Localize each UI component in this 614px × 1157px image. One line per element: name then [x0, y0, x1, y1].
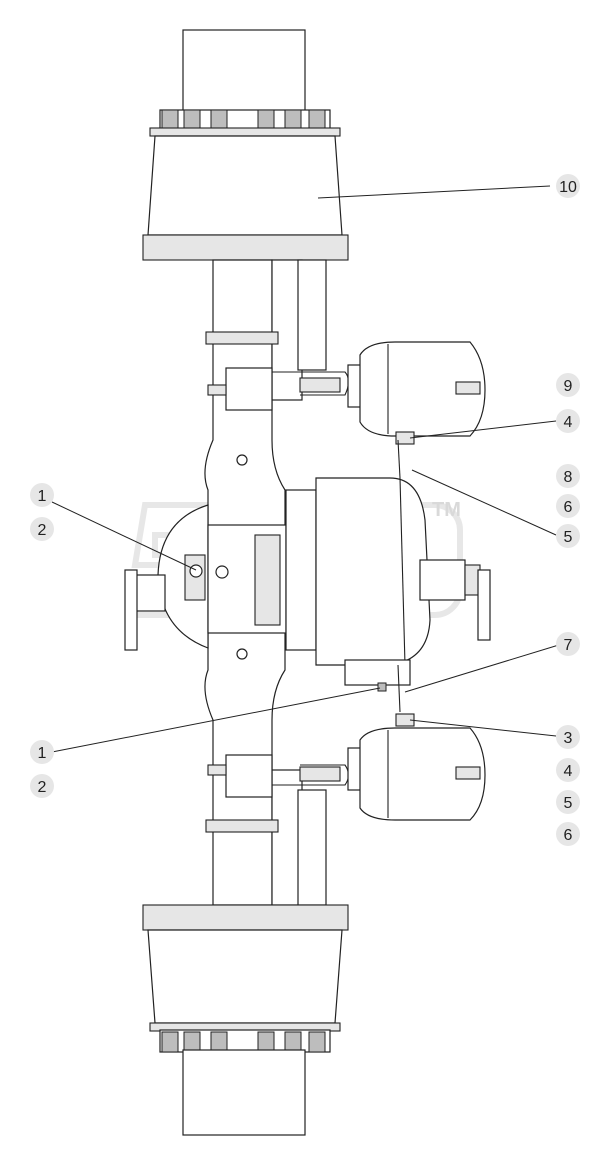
callout-8: 8	[564, 469, 573, 486]
callout-4-upper: 4	[564, 414, 573, 431]
callout-badge-10	[556, 174, 580, 198]
callout-7: 7	[564, 637, 573, 654]
callout-badge-3	[556, 725, 580, 749]
callout-badge-6a	[556, 494, 580, 518]
callout-1-lower: 1	[38, 745, 47, 762]
callout-2-lower: 2	[38, 779, 47, 796]
callout-10: 10	[559, 179, 577, 196]
callout-badge-6b	[556, 822, 580, 846]
callout-badge-1a	[30, 483, 54, 507]
callout-1-upper: 1	[38, 488, 47, 505]
callout-badge-2a	[30, 517, 54, 541]
callout-badge-2b	[30, 774, 54, 798]
lower-brake-chamber	[272, 713, 486, 821]
callout-badge-1b	[30, 740, 54, 764]
callout-6-lower: 6	[564, 827, 573, 844]
top-wheel-studs	[149, 109, 341, 137]
callout-badge-5a	[556, 524, 580, 548]
watermark-tm: TM	[432, 499, 461, 521]
callout-badge-8	[556, 464, 580, 488]
top-axle-shaft	[182, 29, 306, 126]
callout-badge-9	[556, 373, 580, 397]
callout-6-upper: 6	[564, 499, 573, 516]
differential-housing	[124, 439, 491, 713]
callout-badge-5b	[556, 790, 580, 814]
callout-9: 9	[564, 378, 573, 395]
callout-badge-7	[556, 632, 580, 656]
callout-5-lower: 5	[564, 795, 573, 812]
callout-badge-4a	[556, 409, 580, 433]
callout-labels: 10 9 4 8 6 5 1 2 7 3 1 2 4 5 6	[30, 174, 580, 846]
callout-3: 3	[564, 730, 573, 747]
bottom-axle-shaft	[182, 1049, 306, 1136]
top-brake-drum	[142, 135, 349, 261]
callout-4-lower: 4	[564, 763, 573, 780]
bottom-brake-drum	[142, 904, 349, 1024]
upper-brake-chamber	[272, 341, 486, 445]
bottom-wheel-studs	[149, 1022, 341, 1053]
callout-badge-4b	[556, 758, 580, 782]
callout-2-upper: 2	[38, 522, 47, 539]
leader-lines	[51, 185, 563, 753]
callout-5-upper: 5	[564, 529, 573, 546]
